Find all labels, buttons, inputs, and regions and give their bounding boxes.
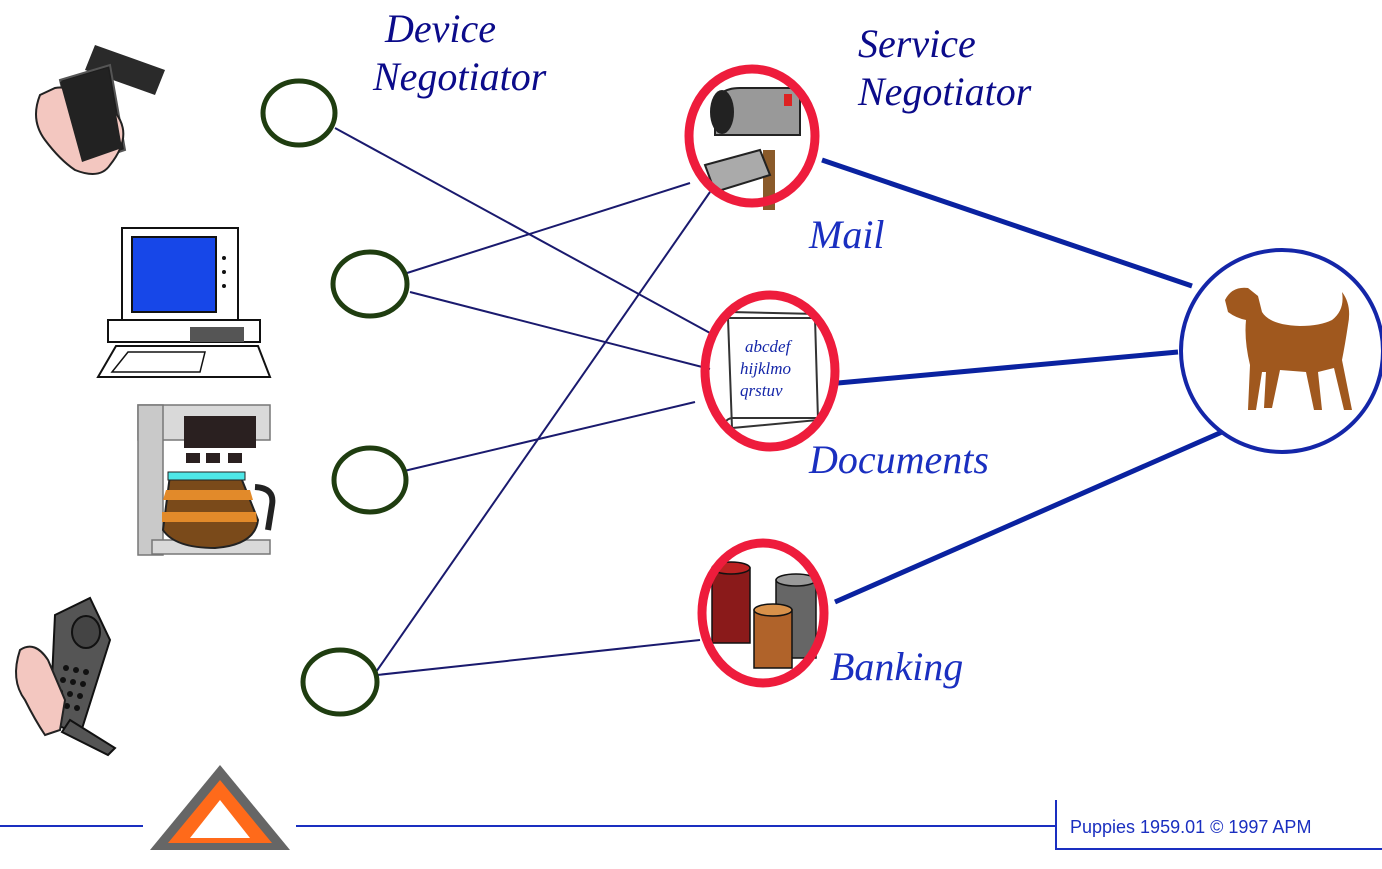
- service-agent-links: [821, 157, 1224, 605]
- service-negotiator-label: Service Negotiator: [858, 20, 1031, 116]
- documents-service-ring[interactable]: [700, 290, 840, 452]
- scroll-text-line-3: qrstuv: [740, 381, 783, 400]
- cell-phone-icon: [15, 596, 117, 757]
- service-negotiator-line-2: Negotiator: [858, 69, 1032, 114]
- device-node-1[interactable]: [260, 78, 338, 148]
- dog-icon: [1225, 287, 1352, 410]
- link-d2-mail: [406, 182, 691, 274]
- phone-scanner-icon: [35, 45, 165, 175]
- link-mail-agent: [821, 157, 1193, 289]
- footer-text: Puppies 1959.01 © 1997 APM: [1070, 817, 1312, 837]
- coffee-maker-icon: [137, 404, 276, 556]
- link-d4-mail: [375, 191, 711, 673]
- scroll-text-line-2: hijklmo: [740, 359, 791, 378]
- triangle-logo-icon: [150, 765, 290, 850]
- coins-icon: [711, 561, 817, 669]
- device-node-4[interactable]: [300, 647, 380, 717]
- device-negotiators: [260, 78, 410, 717]
- device-negotiator-label: Device Negotiator: [373, 5, 546, 101]
- service-negotiator-line-1: Service: [858, 21, 976, 66]
- link-d1-documents: [334, 127, 711, 334]
- documents-label: Documents: [809, 437, 989, 482]
- link-d3-documents: [403, 401, 696, 472]
- computer-icon: [96, 227, 272, 378]
- footer-box: [1055, 800, 1382, 850]
- banking-service-ring[interactable]: [697, 538, 829, 688]
- device-node-2[interactable]: [330, 249, 410, 319]
- mail-label: Mail: [809, 212, 885, 257]
- link-d2-documents: [409, 291, 711, 370]
- scroll-text-line-1: abcdef: [745, 337, 793, 356]
- mail-service-ring[interactable]: [684, 64, 820, 208]
- link-banking-agent: [833, 429, 1224, 605]
- link-documents-agent: [837, 349, 1179, 386]
- device-negotiator-line-1: Device: [385, 6, 497, 51]
- device-service-links: [334, 127, 711, 676]
- banking-label: Banking: [830, 644, 964, 689]
- link-d4-banking: [376, 639, 701, 676]
- device-negotiator-line-2: Negotiator: [373, 54, 547, 99]
- device-node-3[interactable]: [331, 445, 409, 515]
- mailbox-icon: [703, 87, 801, 210]
